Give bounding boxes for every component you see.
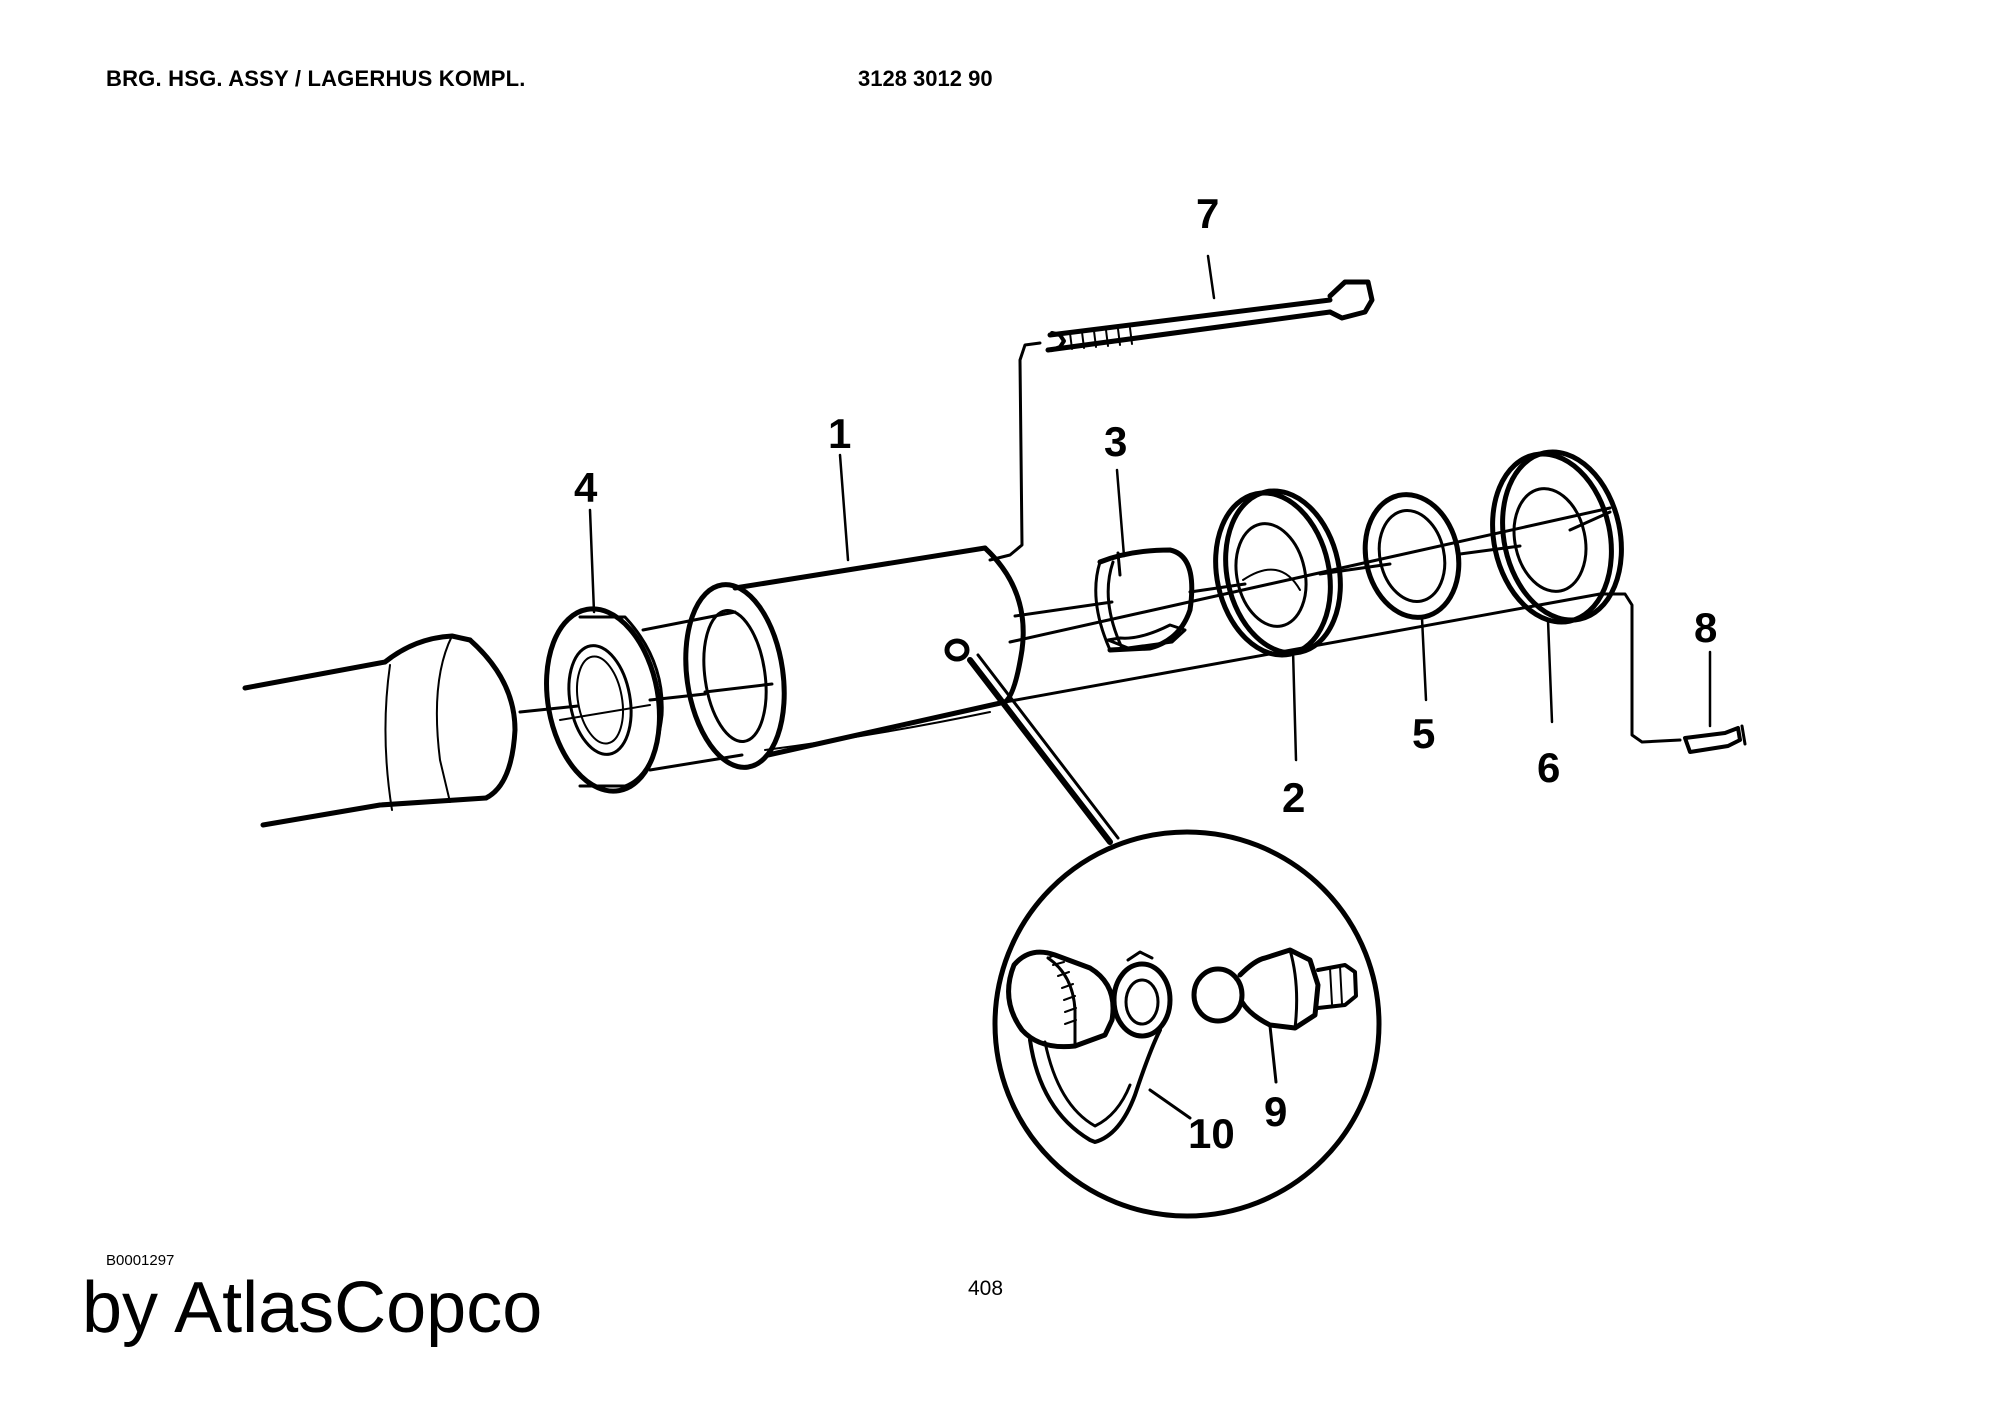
part-6-plate [1490, 449, 1624, 625]
callout-labels: 1 2 3 4 5 6 7 8 9 10 [574, 190, 1717, 1157]
callout-4: 4 [574, 464, 598, 511]
callout-1: 1 [828, 410, 851, 457]
callout-9: 9 [1264, 1088, 1287, 1135]
diagram-title: BRG. HSG. ASSY / LAGERHUS KOMPL. [106, 66, 526, 91]
assembly-axis [518, 510, 1612, 714]
part-7-bolt [988, 279, 1375, 562]
brand-watermark: by AtlasCopco [82, 1268, 543, 1348]
drawing-code: B0001297 [106, 1252, 175, 1269]
part-3-bushing [1094, 547, 1195, 653]
callout-3: 3 [1104, 418, 1127, 465]
callout-6: 6 [1537, 744, 1560, 791]
callout-2: 2 [1282, 774, 1305, 821]
callout-10: 10 [1188, 1110, 1235, 1157]
part-5-washer [1362, 492, 1462, 620]
detail-inset [992, 829, 1382, 1219]
page-number: 408 [968, 1277, 1004, 1300]
callout-8: 8 [1694, 604, 1717, 651]
tube-body [242, 633, 518, 828]
part-4-flange [544, 606, 664, 794]
part-1-housing [683, 545, 1026, 770]
part-2-ring [1213, 488, 1343, 658]
callout-7: 7 [1196, 190, 1219, 237]
callout-leaders [588, 254, 1712, 762]
assembly-part-number: 3128 3012 90 [858, 66, 993, 91]
callout-5: 5 [1412, 710, 1435, 757]
part-8-pin [1598, 592, 1747, 754]
